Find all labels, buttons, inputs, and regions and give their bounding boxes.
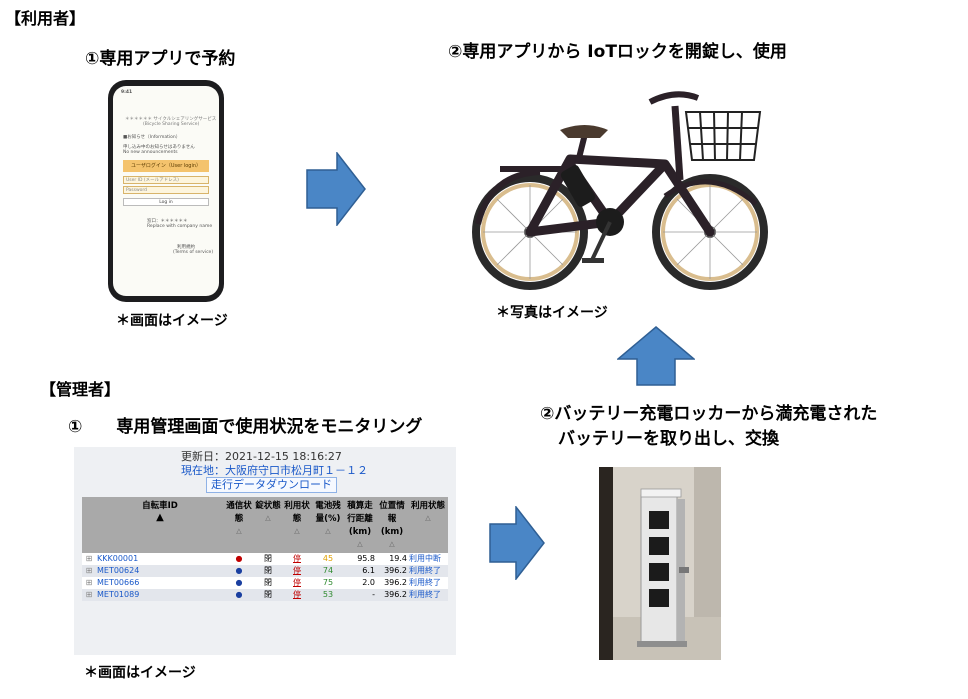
phone-service-title: ＊＊＊＊＊＊ サイクルシェアリングサービス	[125, 117, 217, 122]
comm-status-dot: ●	[224, 553, 254, 565]
phone-terms: 利用規約	[177, 245, 195, 250]
smartphone-image: 9:41 ＊＊＊＊＊＊ サイクルシェアリングサービス (Bicycle Shar…	[108, 80, 224, 302]
phone-login-banner: ユーザログイン（User login）	[123, 160, 209, 172]
phone-contact-en: Replace with company name	[147, 224, 213, 229]
row-expand-icon[interactable]: ⊞	[82, 589, 96, 601]
arrow-up-icon	[617, 326, 695, 386]
comm-status-dot: ●	[224, 577, 254, 589]
use-status: 停	[282, 589, 312, 601]
bike-id-link[interactable]: MET00624	[96, 565, 224, 577]
bike-id-link[interactable]: KKK00001	[96, 553, 224, 565]
user-step2-title: ②専用アプリから IoTロックを開錠し、使用	[448, 42, 787, 62]
total-distance: -	[344, 589, 376, 601]
col-comm-status[interactable]: 通信状態△	[224, 497, 254, 553]
row-expand-icon[interactable]: ⊞	[82, 565, 96, 577]
table-row: ⊞ KKK00001 ● 閉 停 45 95.8 19.4 利用中断	[82, 553, 448, 565]
battery-level: 45	[312, 553, 344, 565]
usage-status-link[interactable]: 利用終了	[408, 577, 448, 589]
position-value: 396.2	[376, 577, 408, 589]
row-expand-icon[interactable]: ⊞	[82, 553, 96, 565]
bike-status-table: 自転車ID▲ 通信状態△ 錠状態△ 利用状態△ 電池残量(%)△ 積算走行距離(…	[82, 497, 448, 601]
col-use-status[interactable]: 利用状態△	[282, 497, 312, 553]
user-step2-caption: ＊写真はイメージ	[496, 305, 608, 321]
phone-service-subtitle: (Bicycle Sharing Service)	[143, 122, 200, 127]
usage-status-link[interactable]: 利用中断	[408, 553, 448, 565]
position-value: 19.4	[376, 553, 408, 565]
comm-status-dot: ●	[224, 589, 254, 601]
arrow-right-icon	[489, 506, 545, 580]
use-status: 停	[282, 577, 312, 589]
battery-locker-image	[599, 467, 721, 660]
admin-monitoring-screen: 更新日：2021-12-15 18:16:27 現在地：大阪府守口市松月町１－１…	[74, 447, 456, 655]
total-distance: 6.1	[344, 565, 376, 577]
battery-step-title-line1: ②バッテリー充電ロッカーから満充電された	[540, 404, 878, 424]
battery-level: 75	[312, 577, 344, 589]
col-distance[interactable]: 積算走行距離(km)△	[344, 497, 376, 553]
bike-id-link[interactable]: MET00666	[96, 577, 224, 589]
use-status: 停	[282, 553, 312, 565]
table-row: ⊞ MET00666 ● 閉 停 75 2.0 396.2 利用終了	[82, 577, 448, 589]
table-row: ⊞ MET00624 ● 閉 停 74 6.1 396.2 利用終了	[82, 565, 448, 577]
col-lock-status[interactable]: 錠状態△	[254, 497, 282, 553]
usage-status-link[interactable]: 利用終了	[408, 589, 448, 601]
app-reservation-screen: 9:41 ＊＊＊＊＊＊ サイクルシェアリングサービス (Bicycle Shar…	[113, 86, 219, 296]
col-toggle	[82, 497, 96, 553]
phone-terms-en: (Terms of service)	[173, 250, 214, 255]
col-position[interactable]: 位置情報(km)△	[376, 497, 408, 553]
phone-status-time: 9:41	[121, 90, 133, 95]
total-distance: 95.8	[344, 553, 376, 565]
admin-caption: ＊画面はイメージ	[84, 665, 196, 681]
comm-status-dot: ●	[224, 565, 254, 577]
user-step1-title: ①専用アプリで予約	[85, 49, 236, 69]
col-bike-id[interactable]: 自転車ID▲	[96, 497, 224, 553]
use-status: 停	[282, 565, 312, 577]
lock-status: 閉	[254, 553, 282, 565]
position-value: 396.2	[376, 565, 408, 577]
phone-user-id-input[interactable]: User ID (メールアドレス)	[123, 176, 209, 184]
download-button[interactable]: 走行データダウンロード	[206, 477, 337, 493]
col-battery[interactable]: 電池残量(%)△	[312, 497, 344, 553]
usage-status-link[interactable]: 利用終了	[408, 565, 448, 577]
battery-level: 74	[312, 565, 344, 577]
table-row: ⊞ MET01089 ● 閉 停 53 - 396.2 利用終了	[82, 589, 448, 601]
bike-id-link[interactable]: MET01089	[96, 589, 224, 601]
row-expand-icon[interactable]: ⊞	[82, 577, 96, 589]
phone-notice-heading: ■お知らせ（Information）	[123, 135, 181, 140]
phone-password-input[interactable]: Password	[123, 186, 209, 194]
lock-status: 閉	[254, 577, 282, 589]
admin-updated-time: 更新日：2021-12-15 18:16:27	[181, 450, 342, 463]
battery-level: 53	[312, 589, 344, 601]
position-value: 396.2	[376, 589, 408, 601]
admin-current-location: 現在地：大阪府守口市松月町１－１２	[181, 464, 368, 477]
battery-step-title-line2: バッテリーを取り出し、交換	[558, 429, 779, 449]
lock-status: 閉	[254, 589, 282, 601]
lock-status: 閉	[254, 565, 282, 577]
col-usage-status[interactable]: 利用状態△	[408, 497, 448, 553]
phone-contact: 窓口：＊＊＊＊＊＊	[147, 219, 188, 224]
user-section-label: 【利用者】	[5, 9, 86, 28]
admin-step1-title: ① 専用管理画面で使用状況をモニタリング	[68, 417, 423, 437]
electric-bicycle-image	[472, 91, 768, 290]
phone-login-button[interactable]: Log in	[123, 198, 209, 206]
user-step1-caption: ＊画面はイメージ	[116, 313, 228, 329]
arrow-right-icon	[306, 152, 366, 226]
admin-section-label: 【管理者】	[40, 380, 121, 399]
phone-notice-jp: 申し込み中のお知らせはありません	[123, 145, 195, 150]
total-distance: 2.0	[344, 577, 376, 589]
phone-notice-en: No new announcements	[123, 150, 178, 155]
